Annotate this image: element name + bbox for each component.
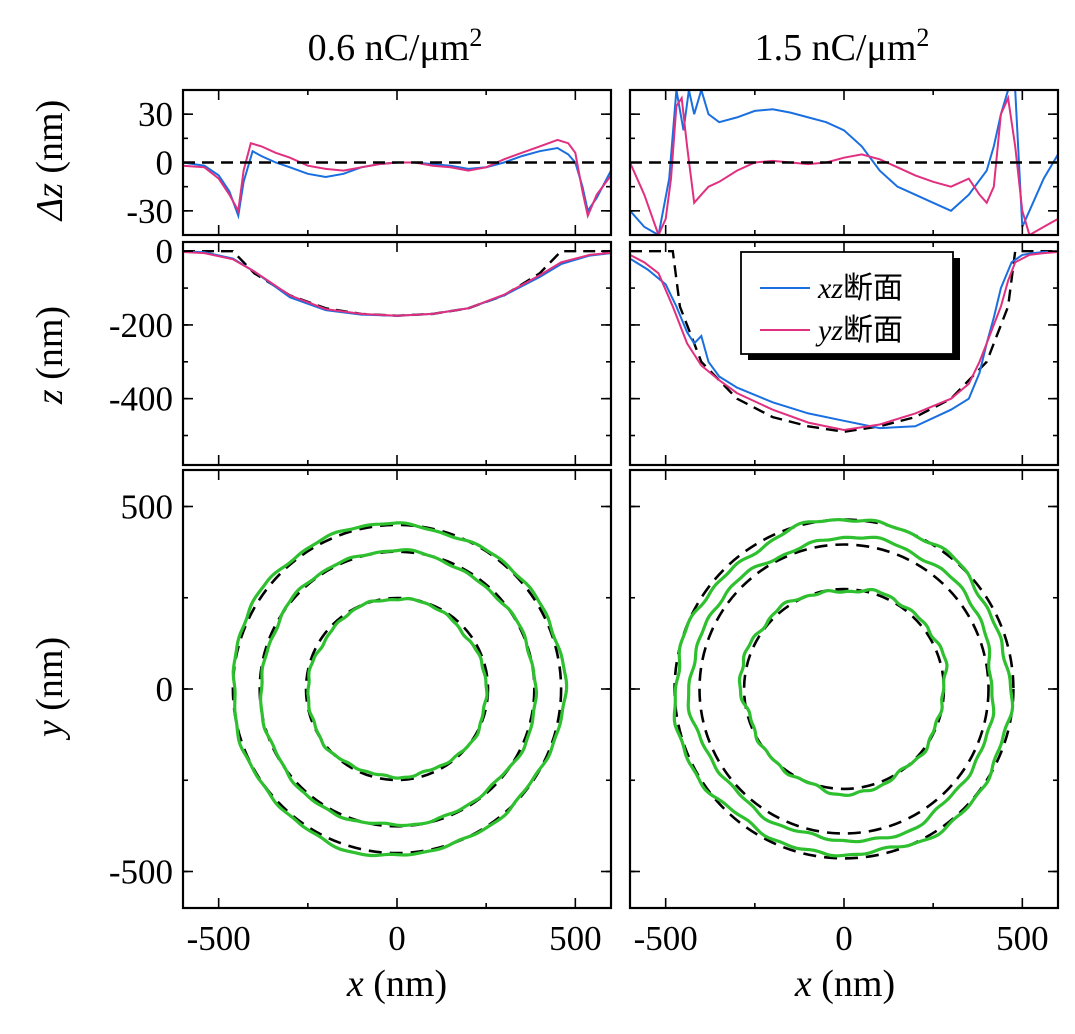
legend-xz-label: xz断面: [817, 272, 903, 305]
panel-z-right: [628, 240, 1060, 467]
panel-xy-left: 500 0 -500 -500 0 500: [109, 468, 613, 958]
xy-right-xtick-label: 500: [996, 919, 1049, 958]
z-left-series-reference: [183, 249, 611, 317]
z-left-ytick-label: 0: [156, 232, 174, 271]
ylabel-dz: Δz (nm): [29, 100, 71, 222]
xlabel-right: x (nm): [794, 963, 895, 1005]
z-right-plot-area: [630, 249, 1058, 434]
z-right-series-reference: [630, 249, 1058, 434]
xlabel-left: x (nm): [346, 963, 447, 1005]
xy-left-xtick-label: 500: [549, 919, 602, 958]
xy-left-ring-1-measured: [231, 521, 569, 858]
z-left-series-yz: [183, 251, 611, 317]
xy-right-ring-1-reference: [673, 518, 1015, 860]
panel-dz-left: 30 0 -30: [126, 88, 613, 237]
xy-right-xtick-label: 0: [835, 919, 853, 958]
xy-right-xtick-label: -500: [634, 919, 698, 958]
dz-right-series-xz: [630, 90, 1058, 235]
ylabel-y: y (nm): [29, 637, 71, 741]
z-left-ytick-label: -200: [109, 306, 173, 345]
z-right-series-xz: [630, 250, 1058, 430]
xy-left-ring-3-measured: [306, 596, 489, 780]
z-left-ytick-label: -400: [109, 380, 173, 419]
xy-left-frame: [181, 468, 613, 910]
legend-box: [740, 251, 954, 355]
z-left-plot-area: [183, 249, 611, 317]
dz-right-plot-area: [630, 90, 1058, 235]
xy-left-ytick-label: 500: [121, 488, 174, 527]
panel-dz-right: [628, 88, 1060, 237]
title-right: 1.5 nC/μm2: [755, 23, 930, 69]
xy-right-plot-area: [672, 517, 1015, 860]
xy-right-ring-3-measured: [737, 587, 949, 798]
xy-right-ring-2-measured: [686, 535, 996, 844]
dz-left-series-yz: [183, 138, 611, 219]
panel-z-left: 0 -200 -400: [109, 232, 613, 467]
z-right-series-yz: [630, 251, 1058, 432]
xy-right-ring-1-measured: [672, 517, 1015, 858]
dz-right-series-yz: [630, 94, 1058, 235]
xy-left-ytick-label: 0: [156, 670, 174, 709]
legend: xz断面 yz断面: [740, 251, 960, 360]
dz-left-ytick-label: 0: [156, 144, 174, 183]
dz-left-ytick-label: -30: [126, 192, 173, 231]
dz-left-plot-area: [183, 138, 611, 220]
xy-right-frame: [628, 468, 1060, 910]
xy-left-xtick-label: 0: [388, 919, 406, 958]
z-left-frame: [181, 240, 613, 467]
panel-xy-right: -500 0 500: [628, 468, 1060, 958]
dz-left-ytick-label: 30: [138, 95, 173, 134]
xy-left-plot-area: [231, 521, 569, 858]
xy-right-ring-2-reference: [698, 543, 990, 835]
xy-left-ytick-label: -500: [109, 853, 173, 892]
legend-yz-label: yz断面: [815, 314, 903, 347]
title-left: 0.6 nC/μm2: [308, 23, 483, 69]
z-left-series-xz: [183, 250, 611, 317]
xy-left-ring-2-measured: [258, 548, 539, 828]
xy-left-xtick-label: -500: [187, 919, 251, 958]
ylabel-z: z (nm): [29, 306, 71, 405]
